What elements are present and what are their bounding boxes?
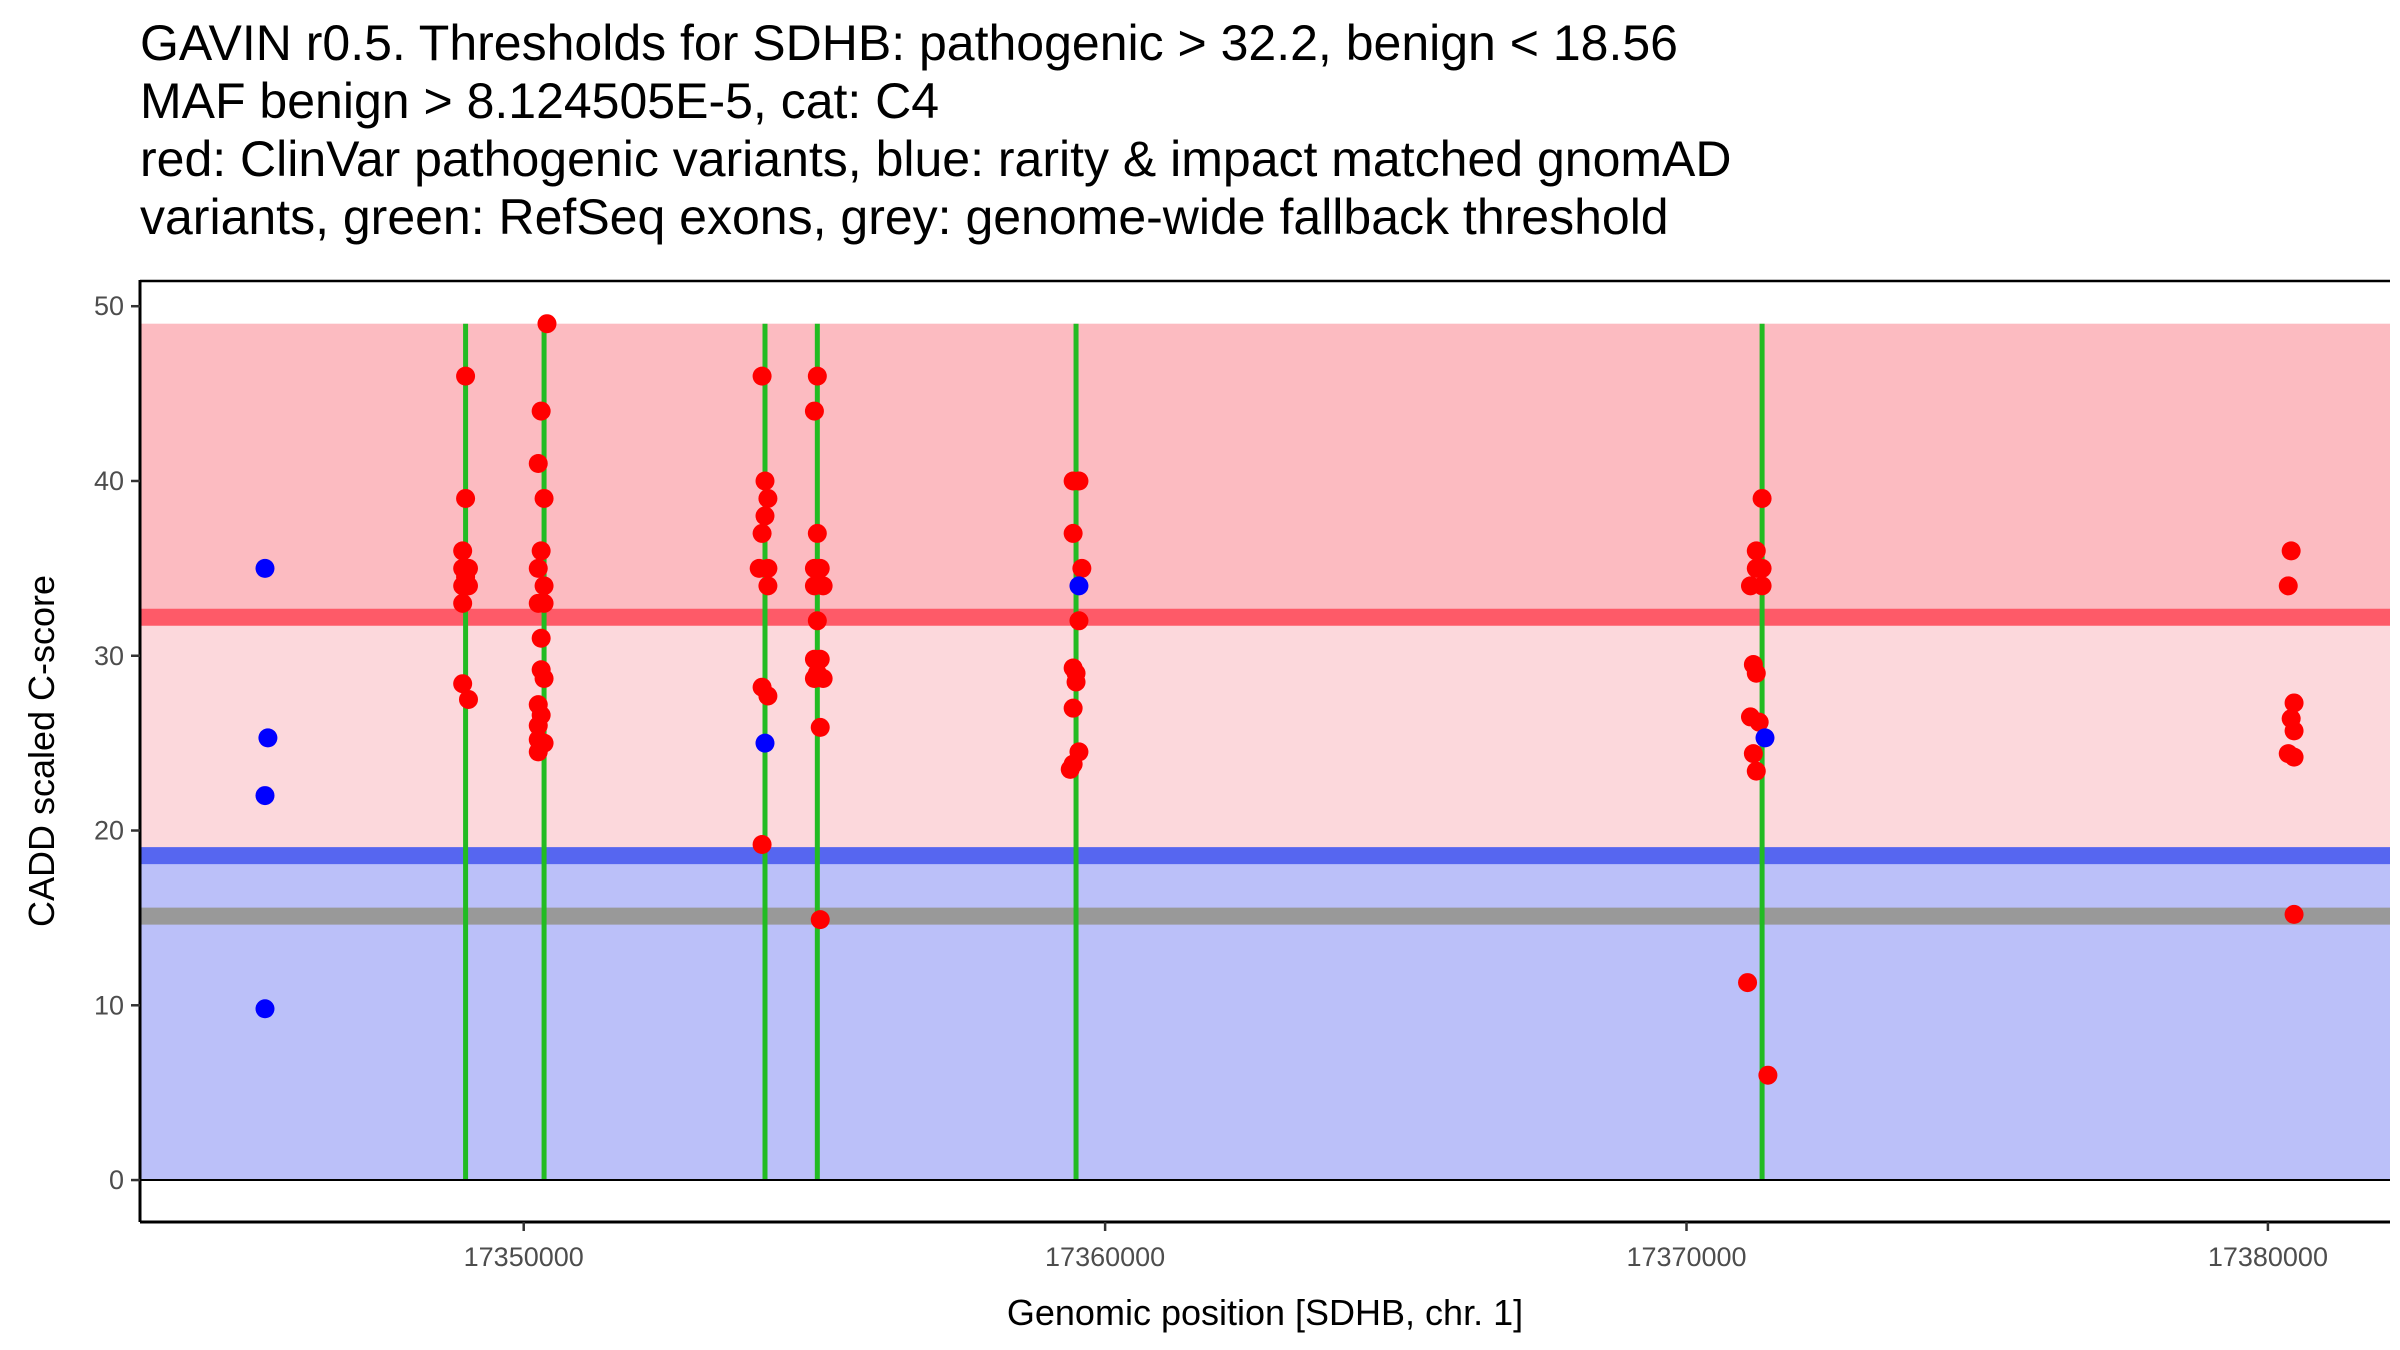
data-point	[528, 716, 548, 736]
data-point	[2284, 693, 2304, 713]
data-point	[255, 999, 275, 1019]
data-point	[1072, 558, 1092, 578]
data-point	[755, 506, 775, 526]
data-point	[528, 454, 548, 474]
data-point	[1746, 663, 1766, 683]
data-point	[813, 668, 833, 688]
data-point	[807, 366, 827, 386]
data-point	[531, 628, 551, 648]
data-point	[755, 733, 775, 753]
data-point	[807, 523, 827, 543]
axis-ticks: 0 10 20 30 40 50 17350000 17360000 17370000 17380…	[94, 291, 2328, 1272]
data-point	[1740, 576, 1760, 596]
data-point	[752, 523, 772, 543]
data-point	[258, 728, 278, 748]
y-tick-label: 40	[94, 466, 124, 496]
data-point	[2278, 576, 2298, 596]
data-point	[456, 366, 476, 386]
x-tick-label: 17350000	[464, 1242, 584, 1272]
x-axis-title: Genomic position [SDHB, chr. 1]	[1007, 1292, 1523, 1333]
data-point	[1738, 973, 1758, 993]
data-point	[1746, 558, 1766, 578]
y-tick-label: 20	[94, 816, 124, 846]
data-point	[456, 488, 476, 508]
title-line-3: red: ClinVar pathogenic variants, blue: …	[140, 131, 1732, 187]
data-point	[1755, 728, 1775, 748]
data-point	[534, 668, 554, 688]
threshold-regions	[140, 323, 2390, 1181]
threshold-lines	[140, 608, 2390, 925]
data-point	[804, 401, 824, 421]
data-point	[1063, 523, 1083, 543]
data-point	[752, 366, 772, 386]
y-tick-label: 0	[109, 1165, 124, 1195]
y-axis-title: CADD scaled C-score	[21, 575, 62, 927]
data-point	[810, 717, 830, 737]
data-point	[255, 786, 275, 806]
data-point	[2284, 904, 2304, 924]
data-point	[453, 541, 473, 561]
data-point	[2284, 747, 2304, 767]
data-points	[255, 314, 2304, 1085]
data-point	[1063, 698, 1083, 718]
data-point	[758, 576, 778, 596]
title-line-2: MAF benign > 8.124505E-5, cat: C4	[140, 73, 940, 129]
data-point	[255, 558, 275, 578]
data-point	[537, 314, 557, 334]
data-point	[1066, 672, 1086, 692]
data-point	[1069, 611, 1089, 631]
data-point	[758, 558, 778, 578]
axes	[138, 279, 2390, 1224]
data-point	[2281, 541, 2301, 561]
y-tick-label: 30	[94, 641, 124, 671]
title-line-4: variants, green: RefSeq exons, grey: gen…	[140, 189, 1669, 245]
data-point	[2284, 721, 2304, 741]
data-point	[453, 593, 473, 613]
title-line-1: GAVIN r0.5. Thresholds for SDHB: pathoge…	[140, 15, 1678, 71]
data-point	[531, 541, 551, 561]
data-point	[752, 835, 772, 855]
data-point	[758, 488, 778, 508]
x-tick-label: 17380000	[2208, 1242, 2328, 1272]
data-point	[755, 471, 775, 491]
data-point	[810, 910, 830, 930]
region-vus	[140, 617, 2390, 856]
region-pathogenic	[140, 323, 2390, 618]
data-point	[1758, 1065, 1778, 1085]
y-tick-label: 10	[94, 990, 124, 1020]
region-benign	[140, 855, 2390, 1181]
data-point	[758, 686, 778, 706]
data-point	[534, 576, 554, 596]
data-point	[1746, 541, 1766, 561]
data-point	[1743, 744, 1763, 764]
data-point	[807, 611, 827, 631]
data-point	[1069, 576, 1089, 596]
chart-title: GAVIN r0.5. Thresholds for SDHB: pathoge…	[140, 14, 1731, 246]
data-point	[534, 488, 554, 508]
data-point	[1746, 761, 1766, 781]
data-point	[528, 742, 548, 762]
y-tick-label: 50	[94, 291, 124, 321]
data-point	[453, 576, 473, 596]
data-point	[813, 576, 833, 596]
data-point	[1749, 712, 1769, 732]
x-tick-label: 17370000	[1626, 1242, 1746, 1272]
data-point	[1069, 471, 1089, 491]
data-point	[531, 401, 551, 421]
data-point	[453, 674, 473, 694]
data-point	[810, 558, 830, 578]
data-point	[458, 689, 478, 709]
data-point	[1060, 759, 1080, 779]
data-point	[1752, 488, 1772, 508]
data-point	[528, 593, 548, 613]
data-point	[528, 558, 548, 578]
x-tick-label: 17360000	[1045, 1242, 1165, 1272]
